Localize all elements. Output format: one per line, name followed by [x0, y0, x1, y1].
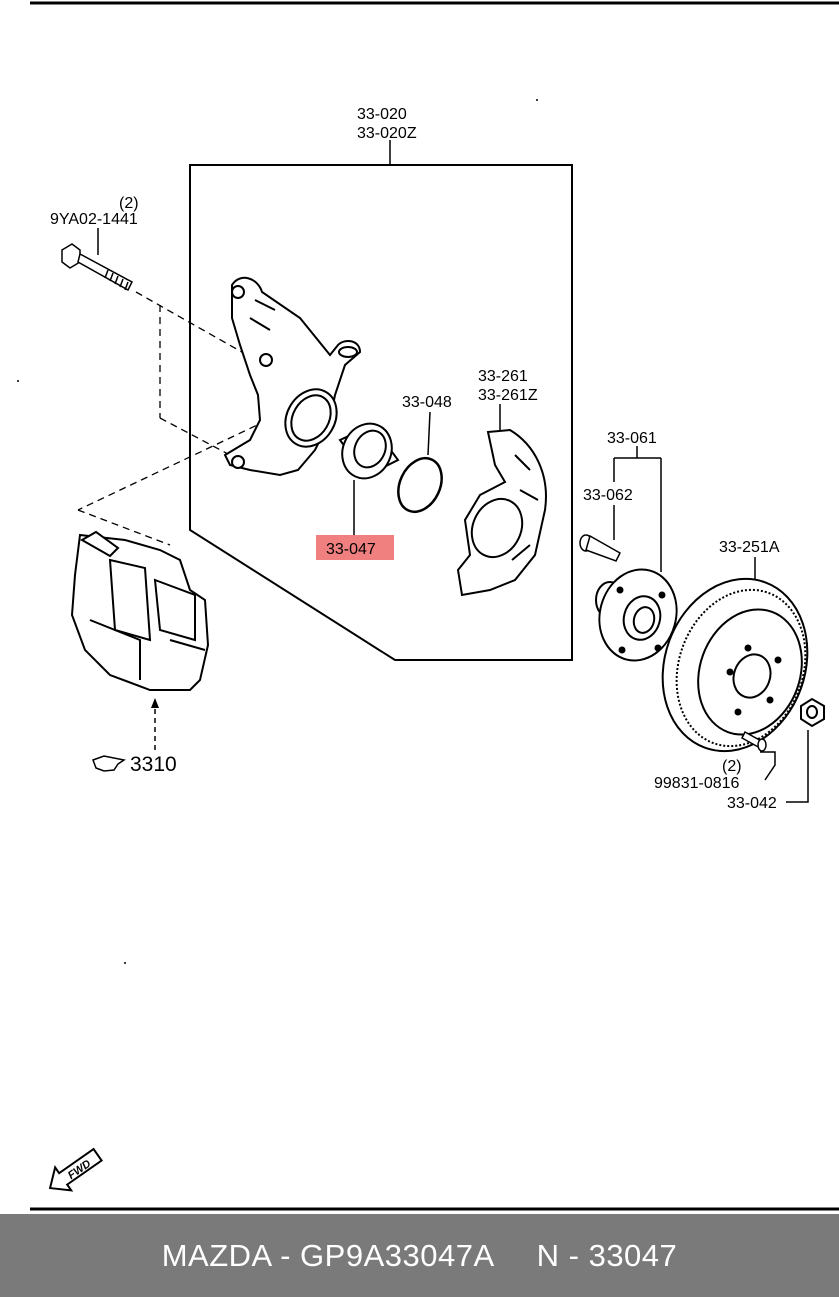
highlight-box	[316, 535, 394, 560]
label-bolt-qty: (2)	[119, 195, 139, 212]
label-dust-cover-1: 33-261	[478, 368, 528, 385]
wheel-bearing	[338, 422, 400, 480]
scan-dot	[17, 380, 19, 382]
wheel-hub	[595, 568, 678, 662]
screw-leader	[760, 751, 776, 781]
snap-ring	[397, 457, 443, 513]
label-caliper-ref: 3310	[130, 753, 177, 776]
bolt-part	[61, 243, 133, 292]
disc-screw	[741, 730, 767, 752]
snap-ring-leader	[427, 411, 431, 456]
brake-caliper	[70, 530, 210, 691]
label-disc: 33-251A	[719, 539, 780, 556]
scan-dot	[536, 99, 538, 101]
label-bolt: 9YA02-1441	[50, 211, 138, 228]
pointing-hand-icon	[92, 755, 126, 772]
brake-disc	[661, 577, 809, 753]
nut-leader	[786, 730, 809, 803]
knuckle-assembly-frame	[189, 164, 573, 661]
label-screw: 99831-0816	[654, 775, 740, 792]
footer-part-text: MAZDA - GP9A33047A	[161, 1237, 495, 1273]
steering-knuckle	[223, 276, 362, 477]
part-number-footer: MAZDA - GP9A33047A N - 33047	[0, 1214, 839, 1297]
fwd-arrow-icon: FWD	[48, 1147, 103, 1192]
wheel-nut	[800, 697, 825, 728]
label-hub-bolt: 33-062	[583, 487, 633, 504]
label-hub-assy: 33-061	[607, 430, 657, 447]
hub-bolt-part	[579, 534, 621, 562]
label-bearing-highlight: 33-047	[326, 541, 376, 558]
scan-dot	[124, 962, 126, 964]
caliper-arrow-head	[151, 698, 159, 708]
label-snap-ring: 33-048	[402, 394, 452, 411]
footer-ref-text: N - 33047	[536, 1237, 678, 1273]
dust-cover	[456, 428, 547, 597]
label-knuckle-assy-2: 33-020Z	[357, 125, 417, 142]
label-knuckle-assy-1: 33-020	[357, 106, 407, 123]
label-nut: 33-042	[727, 795, 777, 812]
label-dust-cover-2: 33-261Z	[478, 387, 538, 404]
label-screw-qty: (2)	[722, 758, 742, 775]
